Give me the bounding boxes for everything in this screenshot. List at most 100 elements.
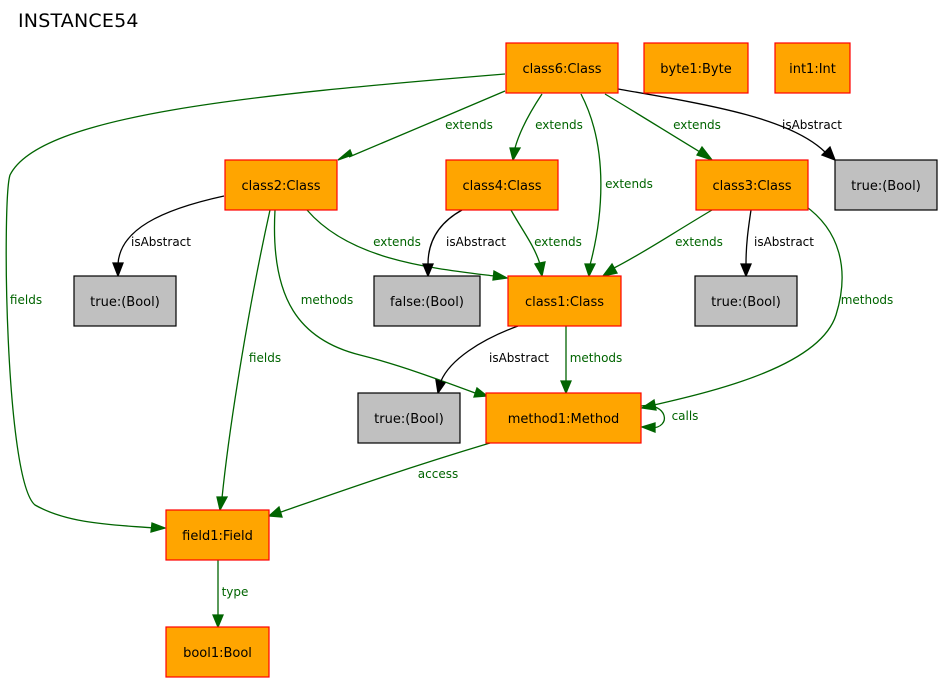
edge-class4-isAbstract-false_class4: isAbstract (422, 209, 506, 278)
edge-class6-extends-class3: extends (604, 93, 721, 162)
edge-label: isAbstract (782, 118, 842, 132)
edge-arrowhead (560, 380, 572, 395)
edge-line (280, 442, 491, 513)
edge-line (580, 93, 602, 266)
edge-line (745, 209, 752, 265)
edge-class2-isAbstract-true_class2: isAbstract (112, 195, 225, 278)
edge-line (306, 209, 495, 277)
edge-label: isAbstract (131, 235, 191, 249)
node-box (834, 159, 938, 211)
edge-label: isAbstract (489, 351, 549, 365)
edge-line (221, 209, 271, 499)
node-label: true:(Bool) (711, 295, 781, 310)
diagram-title: INSTANCE54 (18, 10, 139, 32)
edge-class3-isAbstract-true_class3: isAbstract (740, 209, 814, 278)
edge-arrowhead (740, 263, 752, 278)
edge-arrowhead (473, 386, 489, 398)
node-byte1: byte1:Byte (643, 42, 749, 94)
edge-label: isAbstract (754, 235, 814, 249)
edge-label: type (222, 585, 249, 599)
edge-line (514, 93, 543, 149)
node-label: true:(Bool) (851, 179, 921, 194)
edge-line (5, 73, 506, 529)
edge-label: methods (570, 351, 623, 365)
edge-method1-calls-method1: calls (640, 405, 699, 433)
node-label: class6:Class (522, 62, 601, 77)
node-label: class2:Class (241, 179, 320, 194)
edge-line (617, 88, 826, 153)
node-label: byte1:Byte (660, 62, 731, 77)
node-bool1: bool1:Bool (165, 626, 270, 678)
node-label: class4:Class (462, 179, 541, 194)
edge-line (117, 195, 225, 265)
node-box (165, 626, 270, 678)
node-label: true:(Bool) (90, 295, 160, 310)
edge-arrowhead (584, 263, 597, 278)
node-box (224, 159, 338, 211)
edge-label: fields (10, 293, 42, 307)
edge-label: extends (534, 235, 582, 249)
edge-class6-fields-field1: fields (5, 73, 506, 533)
node-label: class3:Class (712, 179, 791, 194)
node-false_class4: false:(Bool) (373, 275, 481, 327)
edge-label: calls (672, 409, 699, 423)
node-box (357, 392, 461, 444)
edge-line (640, 405, 666, 429)
edge-arrowhead (640, 422, 656, 433)
edge-line (348, 90, 506, 158)
node-box (643, 42, 749, 94)
edge-arrowhead (435, 379, 447, 395)
edge-label: fields (249, 351, 281, 365)
edge-arrowhead (112, 262, 124, 278)
edge-arrowhead (212, 614, 224, 629)
node-label: bool1:Bool (183, 646, 252, 661)
edge-label: access (418, 467, 458, 481)
node-class4: class4:Class (445, 159, 559, 211)
node-true_class2: true:(Bool) (73, 275, 177, 327)
edge-arrowhead (492, 269, 510, 281)
edge-arrowhead (820, 145, 837, 162)
edge-arrowhead (216, 496, 229, 512)
node-box (694, 275, 798, 327)
edge-class3-extends-class1: extends (601, 209, 723, 277)
node-box (445, 159, 559, 211)
node-box (165, 509, 270, 561)
node-box (73, 275, 177, 327)
node-true_class3: true:(Bool) (694, 275, 798, 327)
node-label: false:(Bool) (390, 295, 464, 310)
edge-arrowhead (601, 262, 618, 277)
edge-class6-isAbstract-true_class6: isAbstract (617, 88, 842, 162)
edge-arrowhead (533, 261, 546, 278)
node-int1: int1:Int (774, 42, 851, 94)
edge-label: methods (301, 293, 354, 307)
edge-class4-extends-class1: extends (510, 209, 582, 278)
edge-class6-extends-class4: extends (509, 93, 583, 162)
node-true_class1: true:(Bool) (357, 392, 461, 444)
edge-line (273, 209, 476, 394)
node-method1: method1:Method (485, 392, 642, 444)
node-box (774, 42, 851, 94)
node-class3: class3:Class (695, 159, 809, 211)
node-box (507, 275, 622, 327)
edge-arrowhead (696, 145, 714, 162)
node-label: method1:Method (508, 412, 620, 427)
node-box (485, 392, 642, 444)
edge-line (510, 209, 541, 265)
node-class6: class6:Class (505, 42, 619, 94)
node-box (505, 42, 619, 94)
node-class2: class2:Class (224, 159, 338, 211)
edge-class1-methods-method1: methods (560, 326, 623, 395)
edge-label: extends (373, 235, 421, 249)
edge-arrowhead (267, 505, 283, 518)
node-class1: class1:Class (507, 275, 622, 327)
edge-label: isAbstract (446, 235, 506, 249)
edge-label: extends (673, 118, 721, 132)
edge-label: extends (605, 177, 653, 191)
node-label: field1:Field (182, 529, 253, 544)
edge-arrowhead (422, 263, 434, 278)
edge-line (427, 209, 463, 265)
node-box (373, 275, 481, 327)
node-true_class6: true:(Bool) (834, 159, 938, 211)
edge-method1-access-field1: access (267, 442, 491, 518)
node-box (695, 159, 809, 211)
